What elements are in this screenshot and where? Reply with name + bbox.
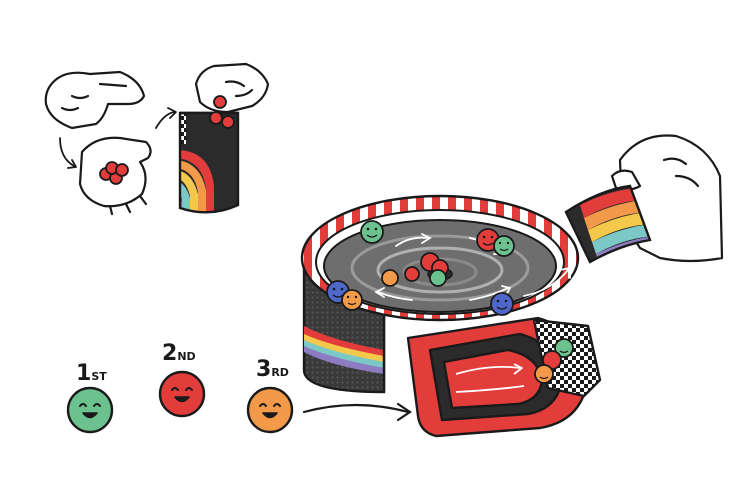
marble-orange-face [341, 289, 363, 311]
marbles-in-hand [99, 161, 129, 185]
marble-smile [82, 412, 98, 419]
marble-eye [79, 403, 87, 407]
place-ordinal: 3 [256, 357, 271, 382]
marble-eye [93, 403, 101, 407]
marble-blue-face [490, 292, 514, 316]
marble-orange [381, 269, 399, 287]
marble-red [404, 266, 420, 282]
marble-smile [262, 412, 278, 419]
marble-eye [259, 403, 267, 407]
marbles-dropping [209, 95, 235, 129]
podium-marble [66, 386, 114, 434]
race-marbles [326, 220, 574, 384]
dropping-hand [194, 62, 270, 114]
flow-arrow-1 [59, 137, 75, 167]
marble-scoop-scene [44, 70, 177, 216]
marble-orange-face [534, 364, 554, 384]
podium-results: 1ST 2ND 3RD [66, 341, 294, 434]
flow-arrow-2 [155, 111, 175, 129]
marble-green-face [493, 235, 515, 257]
place-ordinal: 1 [76, 361, 91, 386]
place-label: 3RD [256, 357, 289, 382]
podium-place-3: 3RD [246, 357, 294, 434]
place-suffix: ST [91, 370, 107, 383]
place-label: 2ND [162, 341, 196, 366]
marble-eye [185, 387, 193, 391]
podium-place-2: 2ND [158, 341, 206, 418]
place-ordinal: 2 [162, 341, 177, 366]
marble-eye [273, 403, 281, 407]
podium-marble [158, 370, 206, 418]
podium-marble [246, 386, 294, 434]
marble-green [429, 269, 447, 287]
podium-place-1: 1ST [66, 361, 114, 434]
exit-chute [406, 316, 602, 438]
result-arrow [302, 402, 412, 422]
marble-green-face [360, 220, 384, 244]
marble-eye [171, 387, 179, 391]
marble-green-face [554, 338, 574, 358]
place-label: 1ST [76, 361, 107, 386]
place-suffix: ND [177, 350, 195, 363]
marble-smile [174, 396, 190, 403]
place-suffix: RD [271, 366, 289, 379]
fist-hand [44, 70, 146, 130]
